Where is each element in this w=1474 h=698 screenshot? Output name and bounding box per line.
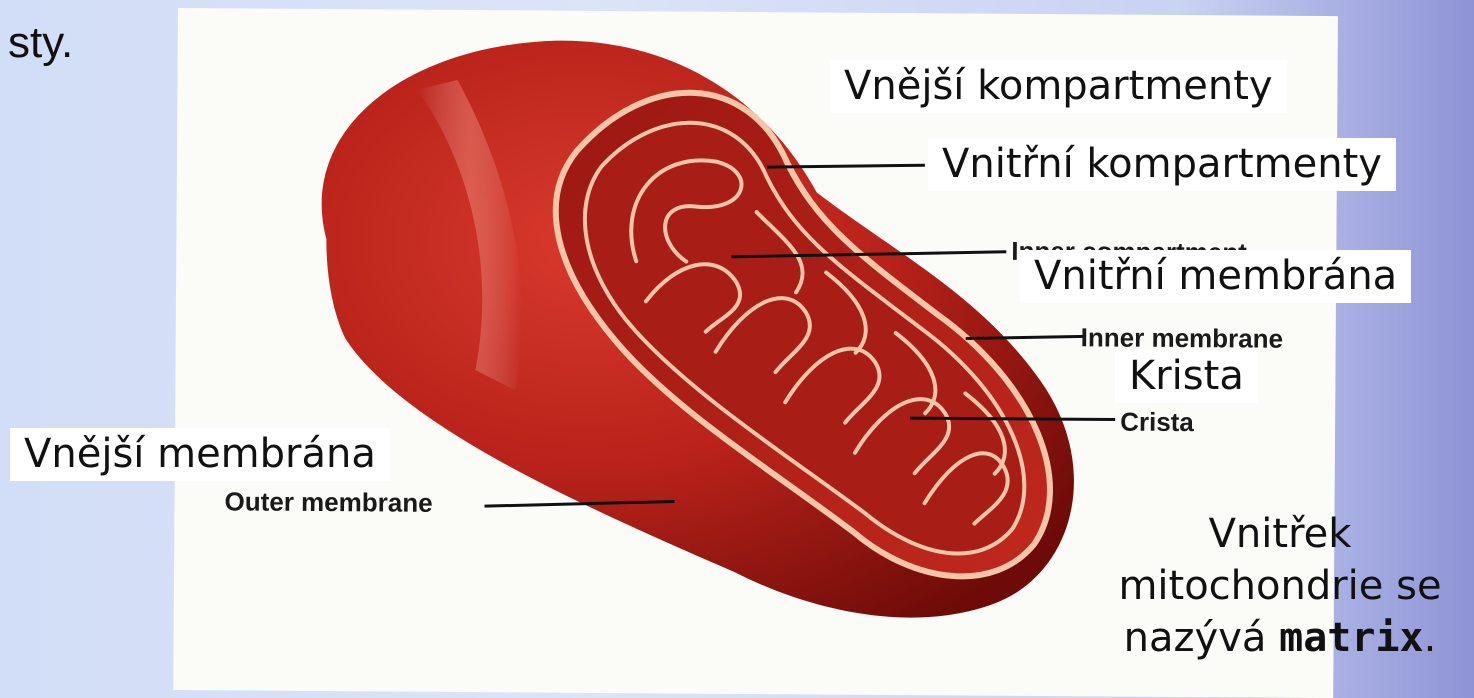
slide-text-fragment: sty. bbox=[8, 18, 73, 68]
note-matrix-term: matrix bbox=[1279, 615, 1424, 661]
matrix-note: Vnitřek mitochondrie se nazývá matrix. bbox=[1094, 508, 1466, 664]
note-line-3-prefix: nazývá bbox=[1124, 615, 1279, 661]
label-en-outer-membrane: Outer membrane bbox=[224, 486, 432, 518]
label-en-crista: Crista bbox=[1120, 407, 1194, 439]
label-inner-compartments: Vnitřní kompartmenty bbox=[928, 138, 1396, 191]
label-crista: Krista bbox=[1115, 350, 1258, 403]
note-line-1: Vnitřek bbox=[1094, 508, 1466, 560]
note-line-3: nazývá matrix. bbox=[1094, 612, 1466, 664]
note-line-3-suffix: . bbox=[1424, 615, 1437, 661]
label-outer-membrane: Vnější membrána bbox=[10, 428, 390, 481]
label-inner-membrane: Vnitřní membrána bbox=[1020, 250, 1411, 303]
label-outer-compartments: Vnější kompartmenty bbox=[830, 60, 1287, 113]
note-line-2: mitochondrie se bbox=[1094, 560, 1466, 612]
